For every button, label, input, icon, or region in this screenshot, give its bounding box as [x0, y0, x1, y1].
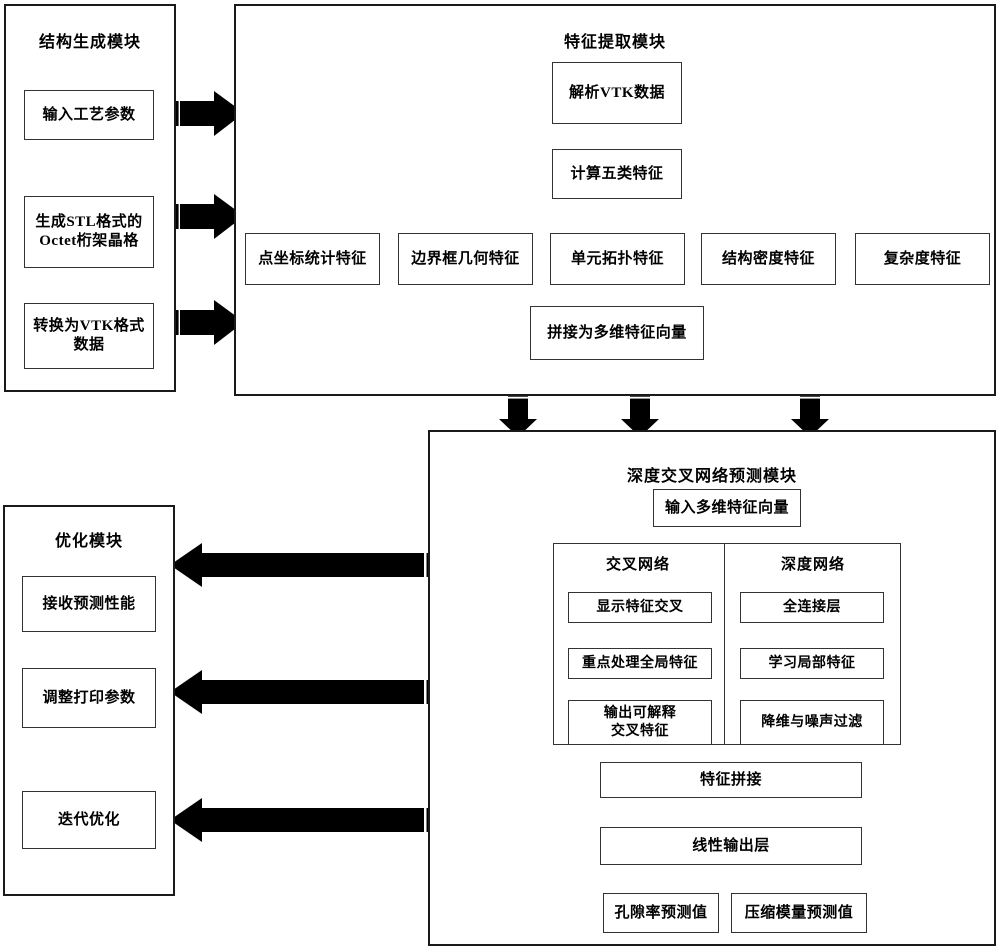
subpanel-divider [724, 544, 725, 744]
node-input-vector-label: 输入多维特征向量 [664, 499, 789, 516]
node-concat-vector[interactable]: 拼接为多维特征向量 [530, 306, 704, 360]
node-denoise-label: 降维与噪声过滤 [761, 714, 863, 730]
node-feature-cell-topo-label: 单元拓扑特征 [570, 250, 664, 267]
node-concat-vector-label: 拼接为多维特征向量 [547, 324, 687, 341]
node-feature-point-coord[interactable]: 点坐标统计特征 [245, 233, 380, 285]
node-feature-concat[interactable]: 特征拼接 [600, 762, 862, 798]
node-explicit-cross[interactable]: 显示特征交叉 [568, 592, 712, 623]
module-feature-title: 特征提取模块 [563, 34, 666, 51]
node-feature-point-coord-label: 点坐标统计特征 [258, 250, 367, 267]
module-prediction-title: 深度交叉网络预测模块 [626, 468, 797, 485]
node-linear-output[interactable]: 线性输出层 [600, 827, 862, 865]
node-local-feature[interactable]: 学习局部特征 [740, 648, 884, 679]
node-feature-bbox-geom[interactable]: 边界框几何特征 [398, 233, 533, 285]
node-parse-vtk[interactable]: 解析VTK数据 [552, 62, 682, 124]
node-calc-five-features-label: 计算五类特征 [570, 165, 664, 182]
node-feature-bbox-geom-label: 边界框几何特征 [411, 250, 520, 267]
node-adjust-print-params-label: 调整打印参数 [42, 689, 136, 706]
node-feature-concat-label: 特征拼接 [699, 771, 762, 788]
node-receive-performance-label: 接收预测性能 [42, 595, 136, 612]
node-fc-layer[interactable]: 全连接层 [740, 592, 884, 623]
node-gen-stl[interactable]: 生成STL格式的 Octet桁架晶格 [24, 196, 154, 268]
node-to-vtk[interactable]: 转换为VTK格式 数据 [24, 303, 154, 369]
node-input-params-label: 输入工艺参数 [42, 106, 136, 123]
node-explicit-cross-label: 显示特征交叉 [596, 599, 684, 615]
branch-cross-network-title: 交叉网络 [605, 557, 670, 573]
node-porosity-prediction-label: 孔隙率预测值 [614, 904, 708, 921]
node-interpretable-cross[interactable]: 输出可解释 交叉特征 [568, 700, 712, 745]
module-optimization-title: 优化模块 [54, 533, 123, 550]
node-parse-vtk-label: 解析VTK数据 [568, 84, 665, 101]
node-iterative-optimization-label: 迭代优化 [57, 811, 120, 828]
module-structure-title: 结构生成模块 [38, 34, 141, 51]
node-feature-complexity[interactable]: 复杂度特征 [855, 233, 990, 285]
branch-deep-network-title: 深度网络 [780, 557, 845, 573]
node-gen-stl-label: 生成STL格式的 Octet桁架晶格 [35, 214, 143, 249]
node-input-params[interactable]: 输入工艺参数 [24, 90, 154, 140]
node-modulus-prediction[interactable]: 压缩模量预测值 [731, 893, 867, 933]
node-interpretable-cross-label: 输出可解释 交叉特征 [603, 706, 677, 739]
node-input-vector[interactable]: 输入多维特征向量 [653, 489, 801, 527]
node-modulus-prediction-label: 压缩模量预测值 [744, 904, 854, 921]
node-to-vtk-label: 转换为VTK格式 数据 [33, 318, 145, 353]
node-calc-five-features[interactable]: 计算五类特征 [552, 149, 682, 199]
node-global-feature[interactable]: 重点处理全局特征 [568, 648, 712, 679]
node-feature-struct-density-label: 结构密度特征 [721, 250, 815, 267]
node-adjust-print-params[interactable]: 调整打印参数 [22, 668, 156, 728]
node-local-feature-label: 学习局部特征 [768, 655, 856, 671]
node-feature-cell-topo[interactable]: 单元拓扑特征 [550, 233, 685, 285]
node-linear-output-label: 线性输出层 [692, 837, 770, 854]
node-fc-layer-label: 全连接层 [783, 599, 841, 615]
node-global-feature-label: 重点处理全局特征 [582, 655, 698, 671]
node-feature-struct-density[interactable]: 结构密度特征 [701, 233, 836, 285]
node-porosity-prediction[interactable]: 孔隙率预测值 [603, 893, 719, 933]
node-feature-complexity-label: 复杂度特征 [883, 250, 962, 267]
node-iterative-optimization[interactable]: 迭代优化 [22, 791, 156, 849]
node-receive-performance[interactable]: 接收预测性能 [22, 576, 156, 632]
node-denoise[interactable]: 降维与噪声过滤 [740, 700, 884, 745]
